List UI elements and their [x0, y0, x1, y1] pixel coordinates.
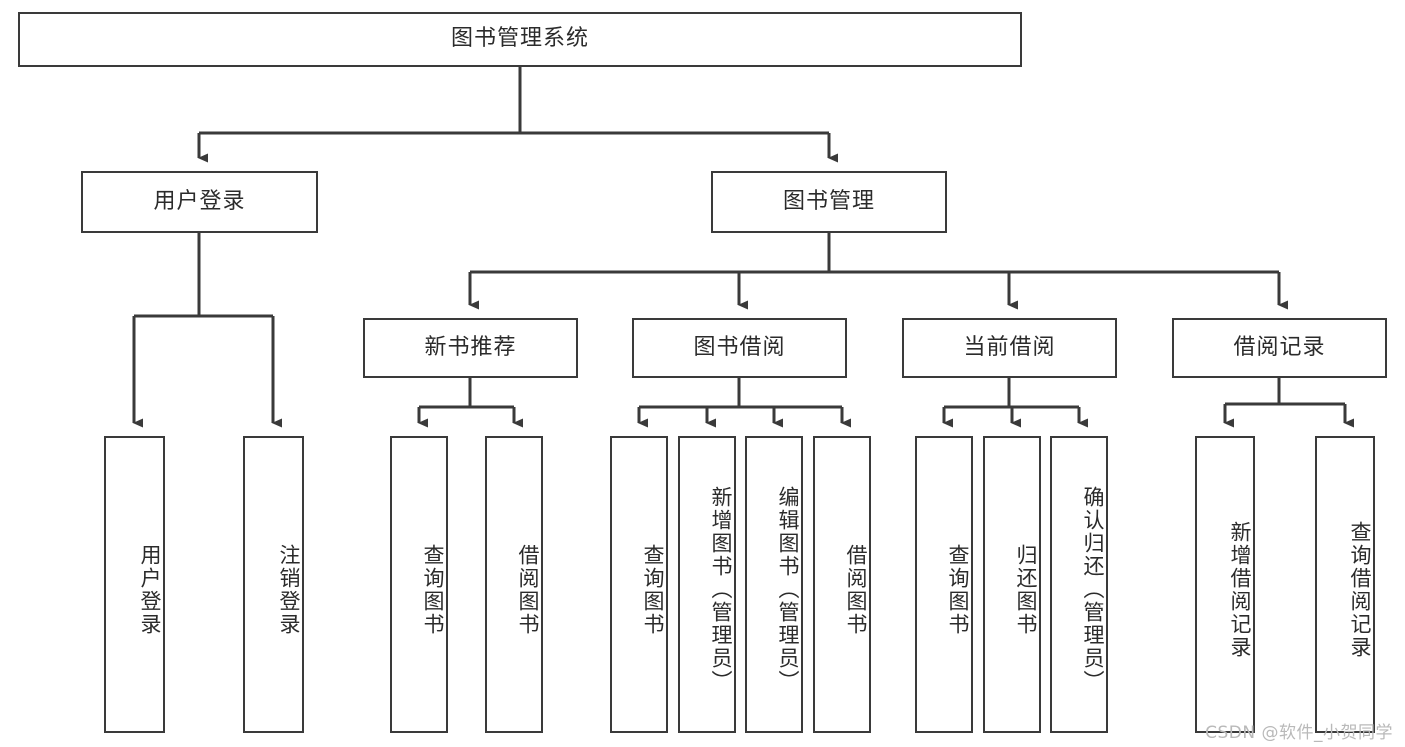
leaf-confirm-return-label: 确认归还（管理员）	[1081, 486, 1105, 693]
leaf-query-record[interactable]: 查询借阅记录	[1315, 436, 1375, 733]
leaf-query-book-2[interactable]: 查询图书	[610, 436, 668, 733]
leaf-edit-book-label: 编辑图书（管理员）	[776, 486, 800, 693]
node-borrow-record-label: 借阅记录	[1233, 334, 1326, 360]
leaf-borrow-book-2-label: 借阅图书	[844, 543, 868, 636]
leaf-query-book-3[interactable]: 查询图书	[915, 436, 973, 733]
leaf-query-record-label: 查询借阅记录	[1348, 520, 1372, 659]
leaf-logout-label: 注销登录	[277, 543, 301, 636]
leaf-add-record-label: 新增借阅记录	[1228, 520, 1252, 659]
leaf-query-book-3-label: 查询图书	[946, 543, 970, 636]
leaf-borrow-book-1[interactable]: 借阅图书	[485, 436, 543, 733]
node-book-manage[interactable]: 图书管理	[711, 171, 947, 233]
leaf-add-book[interactable]: 新增图书（管理员）	[678, 436, 736, 733]
node-borrow-record[interactable]: 借阅记录	[1172, 318, 1387, 378]
leaf-return-book-label: 归还图书	[1014, 543, 1038, 636]
leaf-borrow-book-2[interactable]: 借阅图书	[813, 436, 871, 733]
node-new-book-recommend[interactable]: 新书推荐	[363, 318, 578, 378]
node-book-borrow-label: 图书借阅	[693, 334, 786, 360]
node-current-borrow-label: 当前借阅	[963, 334, 1056, 360]
node-current-borrow[interactable]: 当前借阅	[902, 318, 1117, 378]
node-new-book-recommend-label: 新书推荐	[424, 334, 517, 360]
leaf-add-record[interactable]: 新增借阅记录	[1195, 436, 1255, 733]
leaf-return-book[interactable]: 归还图书	[983, 436, 1041, 733]
leaf-query-book-1[interactable]: 查询图书	[390, 436, 448, 733]
node-root[interactable]: 图书管理系统	[18, 12, 1022, 67]
leaf-user-login[interactable]: 用户登录	[104, 436, 165, 733]
node-book-borrow[interactable]: 图书借阅	[632, 318, 847, 378]
leaf-query-book-2-label: 查询图书	[641, 543, 665, 636]
leaf-borrow-book-1-label: 借阅图书	[516, 543, 540, 636]
leaf-add-book-label: 新增图书（管理员）	[709, 486, 733, 693]
node-user-login-label: 用户登录	[153, 188, 246, 214]
node-book-manage-label: 图书管理	[782, 188, 875, 214]
leaf-edit-book[interactable]: 编辑图书（管理员）	[745, 436, 803, 733]
leaf-user-login-label: 用户登录	[138, 543, 162, 636]
leaf-logout[interactable]: 注销登录	[243, 436, 304, 733]
node-user-login[interactable]: 用户登录	[81, 171, 318, 233]
leaf-confirm-return[interactable]: 确认归还（管理员）	[1050, 436, 1108, 733]
leaf-query-book-1-label: 查询图书	[421, 543, 445, 636]
node-root-label: 图书管理系统	[450, 26, 589, 52]
watermark: CSDN @软件_小贺同学	[1205, 723, 1393, 743]
